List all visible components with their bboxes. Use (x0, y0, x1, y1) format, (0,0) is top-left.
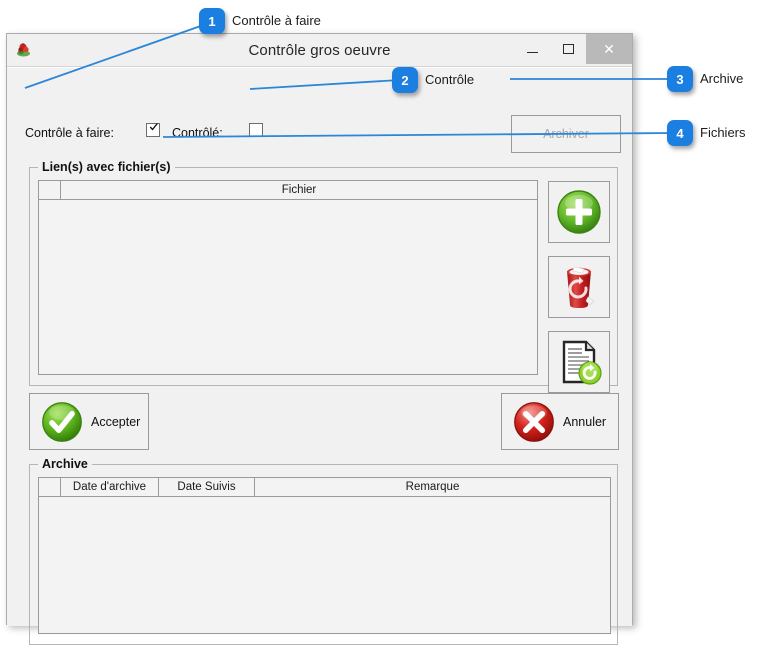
callout-badge-4[interactable]: 4 (667, 120, 693, 146)
callout-label-1: Contrôle à faire (232, 13, 321, 28)
callout-label-4: Fichiers (700, 125, 746, 140)
archive-grid[interactable]: Date d'archive Date Suivis Remarque (38, 477, 611, 634)
maximize-icon[interactable] (550, 34, 586, 64)
controle-label: Contrôlé: (172, 126, 223, 140)
archive-groupbox: Archive Date d'archive Date Suivis Remar… (29, 457, 618, 645)
controle-checkbox[interactable] (249, 123, 263, 137)
files-grid-header: Fichier (39, 181, 537, 200)
application-window: Contrôle gros oeuvre ✕ Contrôle à faire:… (6, 33, 633, 645)
archive-grid-column-date-suivis[interactable]: Date Suivis (159, 478, 255, 496)
window-controls: ✕ (514, 34, 632, 64)
files-grid-select-column[interactable] (39, 181, 61, 199)
archive-grid-column-remarque[interactable]: Remarque (405, 481, 460, 493)
window-title: Contrôle gros oeuvre (248, 41, 391, 59)
files-groupbox-title: Lien(s) avec fichier(s) (38, 160, 175, 174)
cancel-button[interactable]: Annuler (501, 393, 619, 450)
archive-groupbox-title: Archive (38, 457, 92, 471)
files-grid[interactable]: Fichier (38, 180, 538, 375)
controle-a-faire-checkbox[interactable] (146, 123, 160, 137)
files-groupbox: Lien(s) avec fichier(s) Fichier (29, 160, 618, 393)
files-grid-column-fichier[interactable]: Fichier (281, 184, 317, 196)
accept-button[interactable]: Accepter (29, 393, 149, 450)
plus-circle-icon (557, 190, 601, 234)
cross-circle-icon (514, 401, 554, 442)
archiver-button[interactable]: Archiver (511, 115, 621, 153)
refresh-file-button[interactable] (548, 331, 610, 393)
archive-grid-header: Date d'archive Date Suivis Remarque (39, 478, 610, 497)
callout-label-2: Contrôle (425, 72, 475, 87)
add-file-button[interactable] (548, 181, 610, 243)
callout-label-3: Archive (700, 71, 744, 86)
window-client-area: Contrôle à faire: Contrôlé: Archiver Lie… (7, 67, 632, 645)
accept-button-label: Accepter (91, 414, 141, 429)
check-circle-icon (42, 401, 82, 442)
archive-grid-column-date-archive[interactable]: Date d'archive (61, 478, 159, 496)
app-icon (15, 41, 32, 58)
delete-file-button[interactable] (548, 256, 610, 318)
document-refresh-icon (562, 340, 602, 385)
controle-a-faire-label: Contrôle à faire: (25, 126, 114, 140)
callout-badge-3[interactable]: 3 (667, 66, 693, 92)
check-icon (149, 123, 158, 131)
archive-grid-select-column[interactable] (39, 478, 61, 496)
recycle-bin-icon (567, 266, 595, 308)
callout-badge-2[interactable]: 2 (392, 67, 418, 93)
files-grid-body[interactable] (39, 200, 537, 374)
callout-badge-1[interactable]: 1 (199, 8, 225, 34)
cancel-button-label: Annuler (563, 414, 607, 429)
close-icon[interactable]: ✕ (586, 34, 632, 64)
minimize-icon[interactable] (514, 34, 550, 64)
window-titlebar[interactable]: Contrôle gros oeuvre ✕ (7, 34, 632, 67)
archive-grid-body[interactable] (39, 497, 610, 633)
